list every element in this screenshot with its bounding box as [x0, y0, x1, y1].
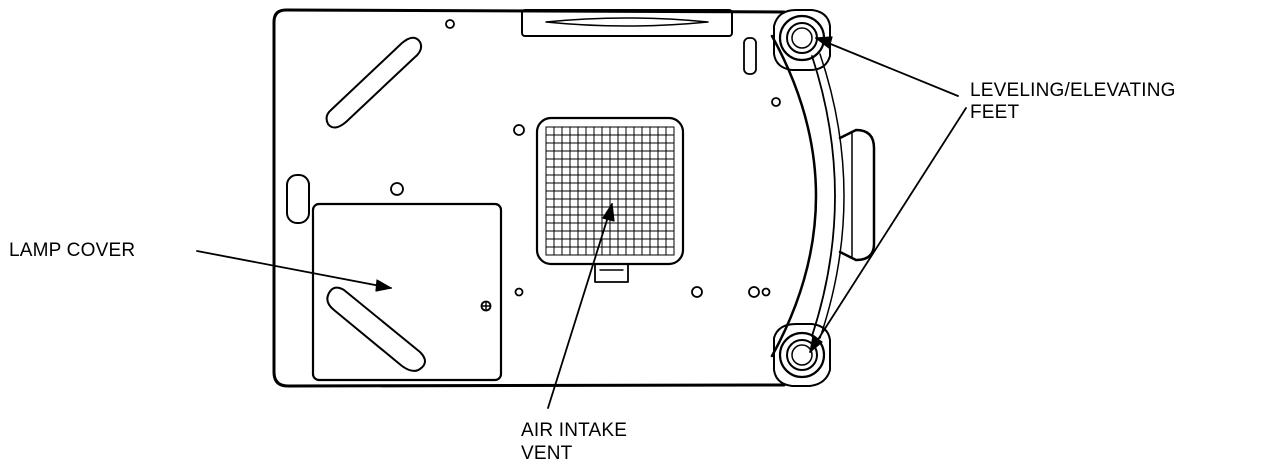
air-intake-vent-grid — [545, 126, 675, 256]
upper-left-slot — [325, 36, 423, 129]
lamp-cover-slot — [326, 286, 426, 372]
leader-line-foot-bottom — [809, 107, 967, 353]
feet-label-line1: LEVELING/ELEVATING — [970, 80, 1176, 101]
arrow-icon — [375, 279, 392, 292]
leader-line-lamp-cover — [196, 250, 392, 289]
arrow-icon — [809, 335, 823, 353]
left-edge-slot — [286, 174, 310, 224]
screw-hole — [748, 286, 760, 298]
front-edge-inner-2 — [819, 53, 845, 339]
leader-line-air-intake — [547, 203, 613, 409]
air-intake-vent-frame — [535, 116, 685, 266]
lamp-cover-screw-cross — [481, 301, 491, 311]
top-slot-inner — [545, 17, 709, 27]
arrow-icon — [602, 203, 615, 222]
air-intake-label-line2: VENT — [521, 443, 573, 464]
lamp-cover-plate — [311, 202, 503, 382]
feet-label-line2: FEET — [970, 102, 1020, 123]
screw-hole — [691, 286, 703, 298]
screw-hole — [390, 182, 404, 196]
top-slot — [521, 9, 733, 37]
vent-tab — [594, 263, 629, 283]
arrow-icon — [815, 36, 833, 49]
screw-hole — [514, 287, 524, 297]
front-edge-outer — [770, 34, 818, 358]
leader-line-foot-top — [815, 37, 959, 97]
air-intake-label-line1: AIR INTAKE — [521, 420, 628, 441]
screw-hole — [771, 97, 781, 107]
projector-body-outline — [272, 8, 786, 388]
lens-housing — [838, 128, 876, 262]
screw-hole — [761, 287, 771, 297]
leveling-foot-bottom — [773, 323, 831, 387]
lamp-cover-label: LAMP COVER — [9, 240, 136, 261]
front-edge-inner — [811, 55, 836, 337]
latch-slot — [743, 37, 757, 75]
screw-hole — [513, 124, 525, 136]
screw-hole — [445, 19, 455, 29]
